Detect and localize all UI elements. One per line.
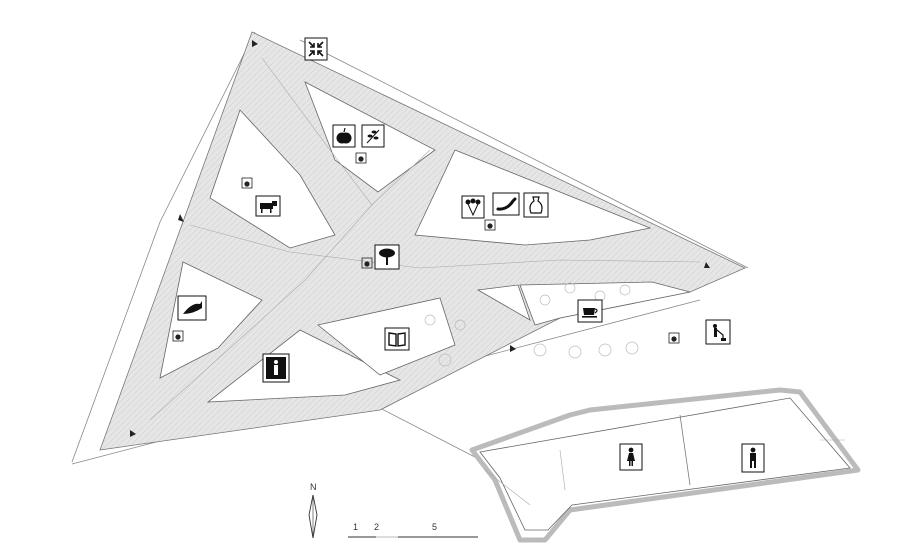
restroom-building (469, 387, 861, 543)
cleaning-worker-icon (705, 319, 731, 345)
apple-icon (332, 124, 356, 148)
terrace-tables (424, 282, 639, 367)
coffee-cup-icon (577, 299, 603, 323)
fish-icon (177, 295, 207, 321)
scale-tick-1: 1 (353, 522, 358, 532)
vase-icon (523, 192, 549, 218)
man-restroom-icon (741, 443, 765, 473)
scale-tick-2: 2 (374, 522, 379, 532)
chili-pepper-icon (492, 192, 520, 216)
book-icon (384, 327, 410, 351)
information-icon (262, 353, 290, 383)
corner-markers (130, 40, 710, 437)
north-label: N (310, 482, 317, 492)
scale-bar: 1 2 5 (348, 522, 478, 538)
water-points (172, 152, 680, 344)
tree-icon (374, 244, 400, 270)
path-edges (149, 57, 701, 421)
plot-west-upper (209, 109, 336, 249)
scale-tick-5: 5 (432, 522, 437, 532)
north-arrow: N (308, 482, 318, 539)
cafe-terrace (519, 281, 691, 326)
woman-restroom-icon (619, 443, 643, 471)
plot-south-east (476, 284, 531, 321)
herb-sprig-icon (361, 124, 385, 148)
plot-west-lower (159, 261, 263, 379)
flowers-icon (461, 195, 485, 219)
main-plaza-ground (99, 31, 746, 451)
cow-icon (255, 195, 281, 217)
collapse-arrows-icon (304, 37, 328, 61)
